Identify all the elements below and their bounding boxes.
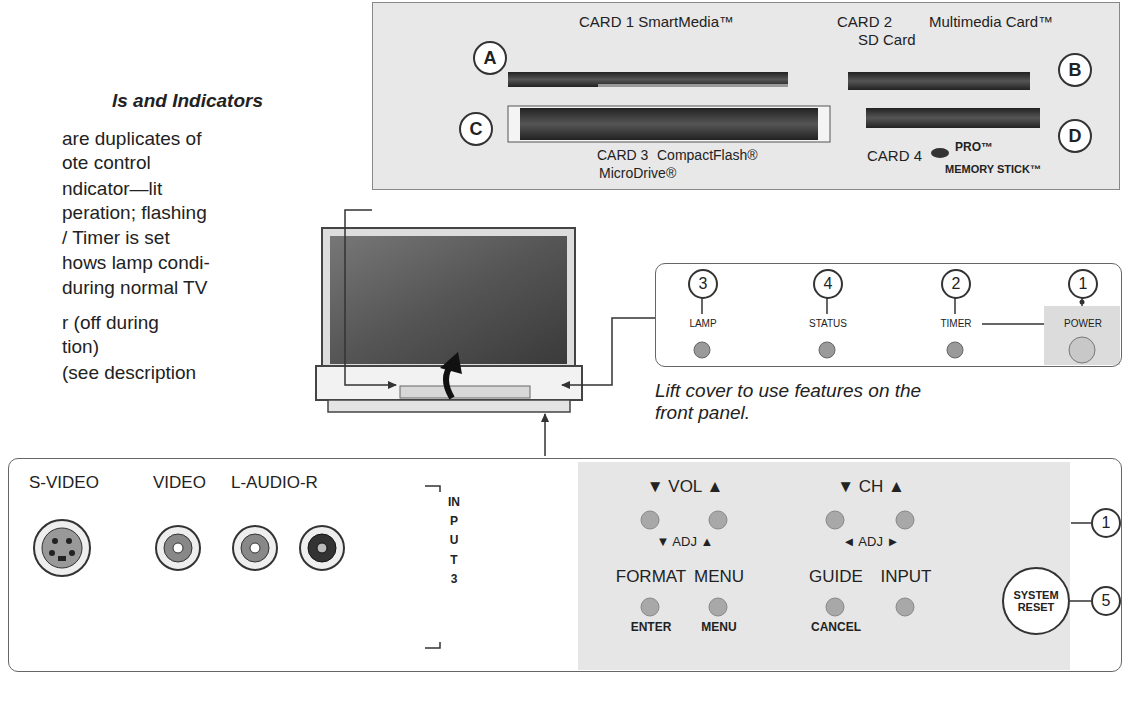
callout-label: A: [484, 48, 497, 69]
description-text: / Timer is set: [62, 227, 170, 249]
tv-base: [328, 400, 570, 412]
leader-line: [544, 414, 546, 456]
panel-label: ▼ CH ▲: [837, 477, 905, 497]
tv-cabinet: [322, 228, 575, 368]
tv-screen: [330, 236, 567, 364]
callout-number: 2: [941, 269, 971, 299]
power-area: [1044, 306, 1120, 365]
panel-label: LAMP: [689, 318, 716, 330]
description-text: (see description: [62, 362, 196, 384]
callout-label: B: [1069, 60, 1082, 81]
indicator-panel: LAMP STATUS TIMER POWER 3 4 2 1: [655, 263, 1122, 367]
sd-slot: [848, 72, 1030, 90]
panel-label: ◄ ADJ ►: [843, 535, 900, 550]
callout-number: 4: [813, 269, 843, 299]
control-button-panel: ▼ VOL ▲ ▼ CH ▲ ▼ ADJ ▲ ◄ ADJ ► FORMAT MENU GUI…: [579, 463, 1071, 671]
indicator-dot: [1080, 300, 1085, 305]
callout-letter: C: [459, 112, 493, 146]
indicator-leaders: [702, 298, 1082, 324]
callout-label: C: [470, 119, 483, 140]
panel-label: CARD 3: [597, 147, 648, 163]
cf-slot-frame: [508, 106, 830, 142]
panel-label: MENU: [694, 567, 744, 587]
callout-label: 1: [1102, 514, 1111, 532]
power-button: [1069, 337, 1095, 363]
panel-label: INPUT: [881, 567, 932, 587]
callout-label: 5: [1102, 592, 1111, 610]
lift-arrowhead: [440, 352, 462, 374]
card-panel-fill: [372, 2, 1120, 190]
button-panel-fill: [578, 462, 1070, 670]
leader-line: [562, 318, 655, 385]
callout-number: 3: [688, 269, 718, 299]
description-text: r (off during: [62, 312, 159, 334]
panel-label: CARD 2: [837, 13, 892, 30]
description-text: hows lamp condi-: [62, 252, 210, 274]
panel-label: ENTER: [631, 621, 672, 635]
front-cover: [400, 386, 530, 398]
panel-label: STATUS: [809, 318, 847, 330]
panel-label: GUIDE: [809, 567, 863, 587]
description-text: ndicator—lit: [62, 178, 162, 200]
callout-letter: B: [1058, 53, 1092, 87]
description-text: ote control: [62, 152, 151, 174]
description-text: are duplicates of: [62, 128, 201, 150]
panel-label: MicroDrive®: [599, 165, 676, 181]
panel-label: PRO™: [955, 141, 993, 155]
description-text: ls and Indicators: [112, 90, 263, 112]
memory-stick-slot: [866, 108, 1040, 128]
memory-stick-logo: [931, 148, 949, 158]
system-reset-button: SYSTEM RESET: [1002, 567, 1070, 635]
callout-label: 1: [1079, 275, 1088, 293]
callout-number: 5: [1091, 586, 1121, 616]
panel-label: ▼ VOL ▲: [647, 477, 723, 497]
cf-slot: [520, 108, 818, 140]
callout-label: D: [1069, 126, 1082, 147]
panel-label: CANCEL: [811, 621, 861, 635]
front-input-panel: S-VIDEO VIDEO L-AUDIO-R INPUT 3 ▼ VOL ▲ ▼ CH …: [8, 458, 1122, 672]
panel-label: CARD 1 SmartMedia™: [579, 13, 734, 30]
slot-edge: [598, 84, 788, 87]
panel-label: FORMAT: [616, 567, 687, 587]
callout-label: 2: [952, 275, 961, 293]
panel-label: ▼ ADJ ▲: [657, 535, 714, 550]
panel-label: Multimedia Card™: [929, 13, 1053, 30]
smartmedia-slot: [508, 72, 788, 87]
description-text: during normal TV: [62, 277, 207, 299]
callout-label: SYSTEM RESET: [1009, 589, 1063, 613]
panel-label: VIDEO: [153, 473, 206, 493]
panel-label: MEMORY STICK™: [945, 163, 1041, 176]
panel-label: INPUT 3: [448, 493, 460, 589]
panel-label: L-AUDIO-R: [231, 473, 318, 493]
callout-letter: A: [473, 41, 507, 75]
panel-label: S-VIDEO: [29, 473, 99, 493]
callout-label: 4: [824, 275, 833, 293]
panel-label: CompactFlash®: [657, 147, 758, 163]
callout-number: 1: [1068, 269, 1098, 299]
instruction-note: Lift cover to use features on the front …: [655, 380, 955, 424]
input-bracket: [425, 486, 440, 492]
indicator-leds: [694, 342, 963, 358]
callout-letter: D: [1058, 119, 1092, 153]
callout-number: 1: [1091, 508, 1121, 538]
card-slot-panel: CARD 1 SmartMedia™ CARD 2 Multimedia Card™…: [372, 2, 1120, 190]
front-buttons: [641, 511, 914, 616]
callout-label: 3: [699, 275, 708, 293]
panel-label: TIMER: [940, 318, 971, 330]
panel-label: SD Card: [858, 31, 916, 48]
input-bracket: [425, 642, 440, 648]
description-text: tion): [62, 336, 99, 358]
description-text: peration; flashing: [62, 202, 207, 224]
panel-label: CARD 4: [867, 147, 922, 164]
panel-label: MENU: [701, 621, 736, 635]
callout-leader: [1071, 522, 1091, 524]
panel-label: POWER: [1064, 318, 1102, 330]
callout-leader: [1070, 600, 1091, 602]
leader-line: [345, 210, 396, 385]
input-jacks: [34, 520, 344, 576]
